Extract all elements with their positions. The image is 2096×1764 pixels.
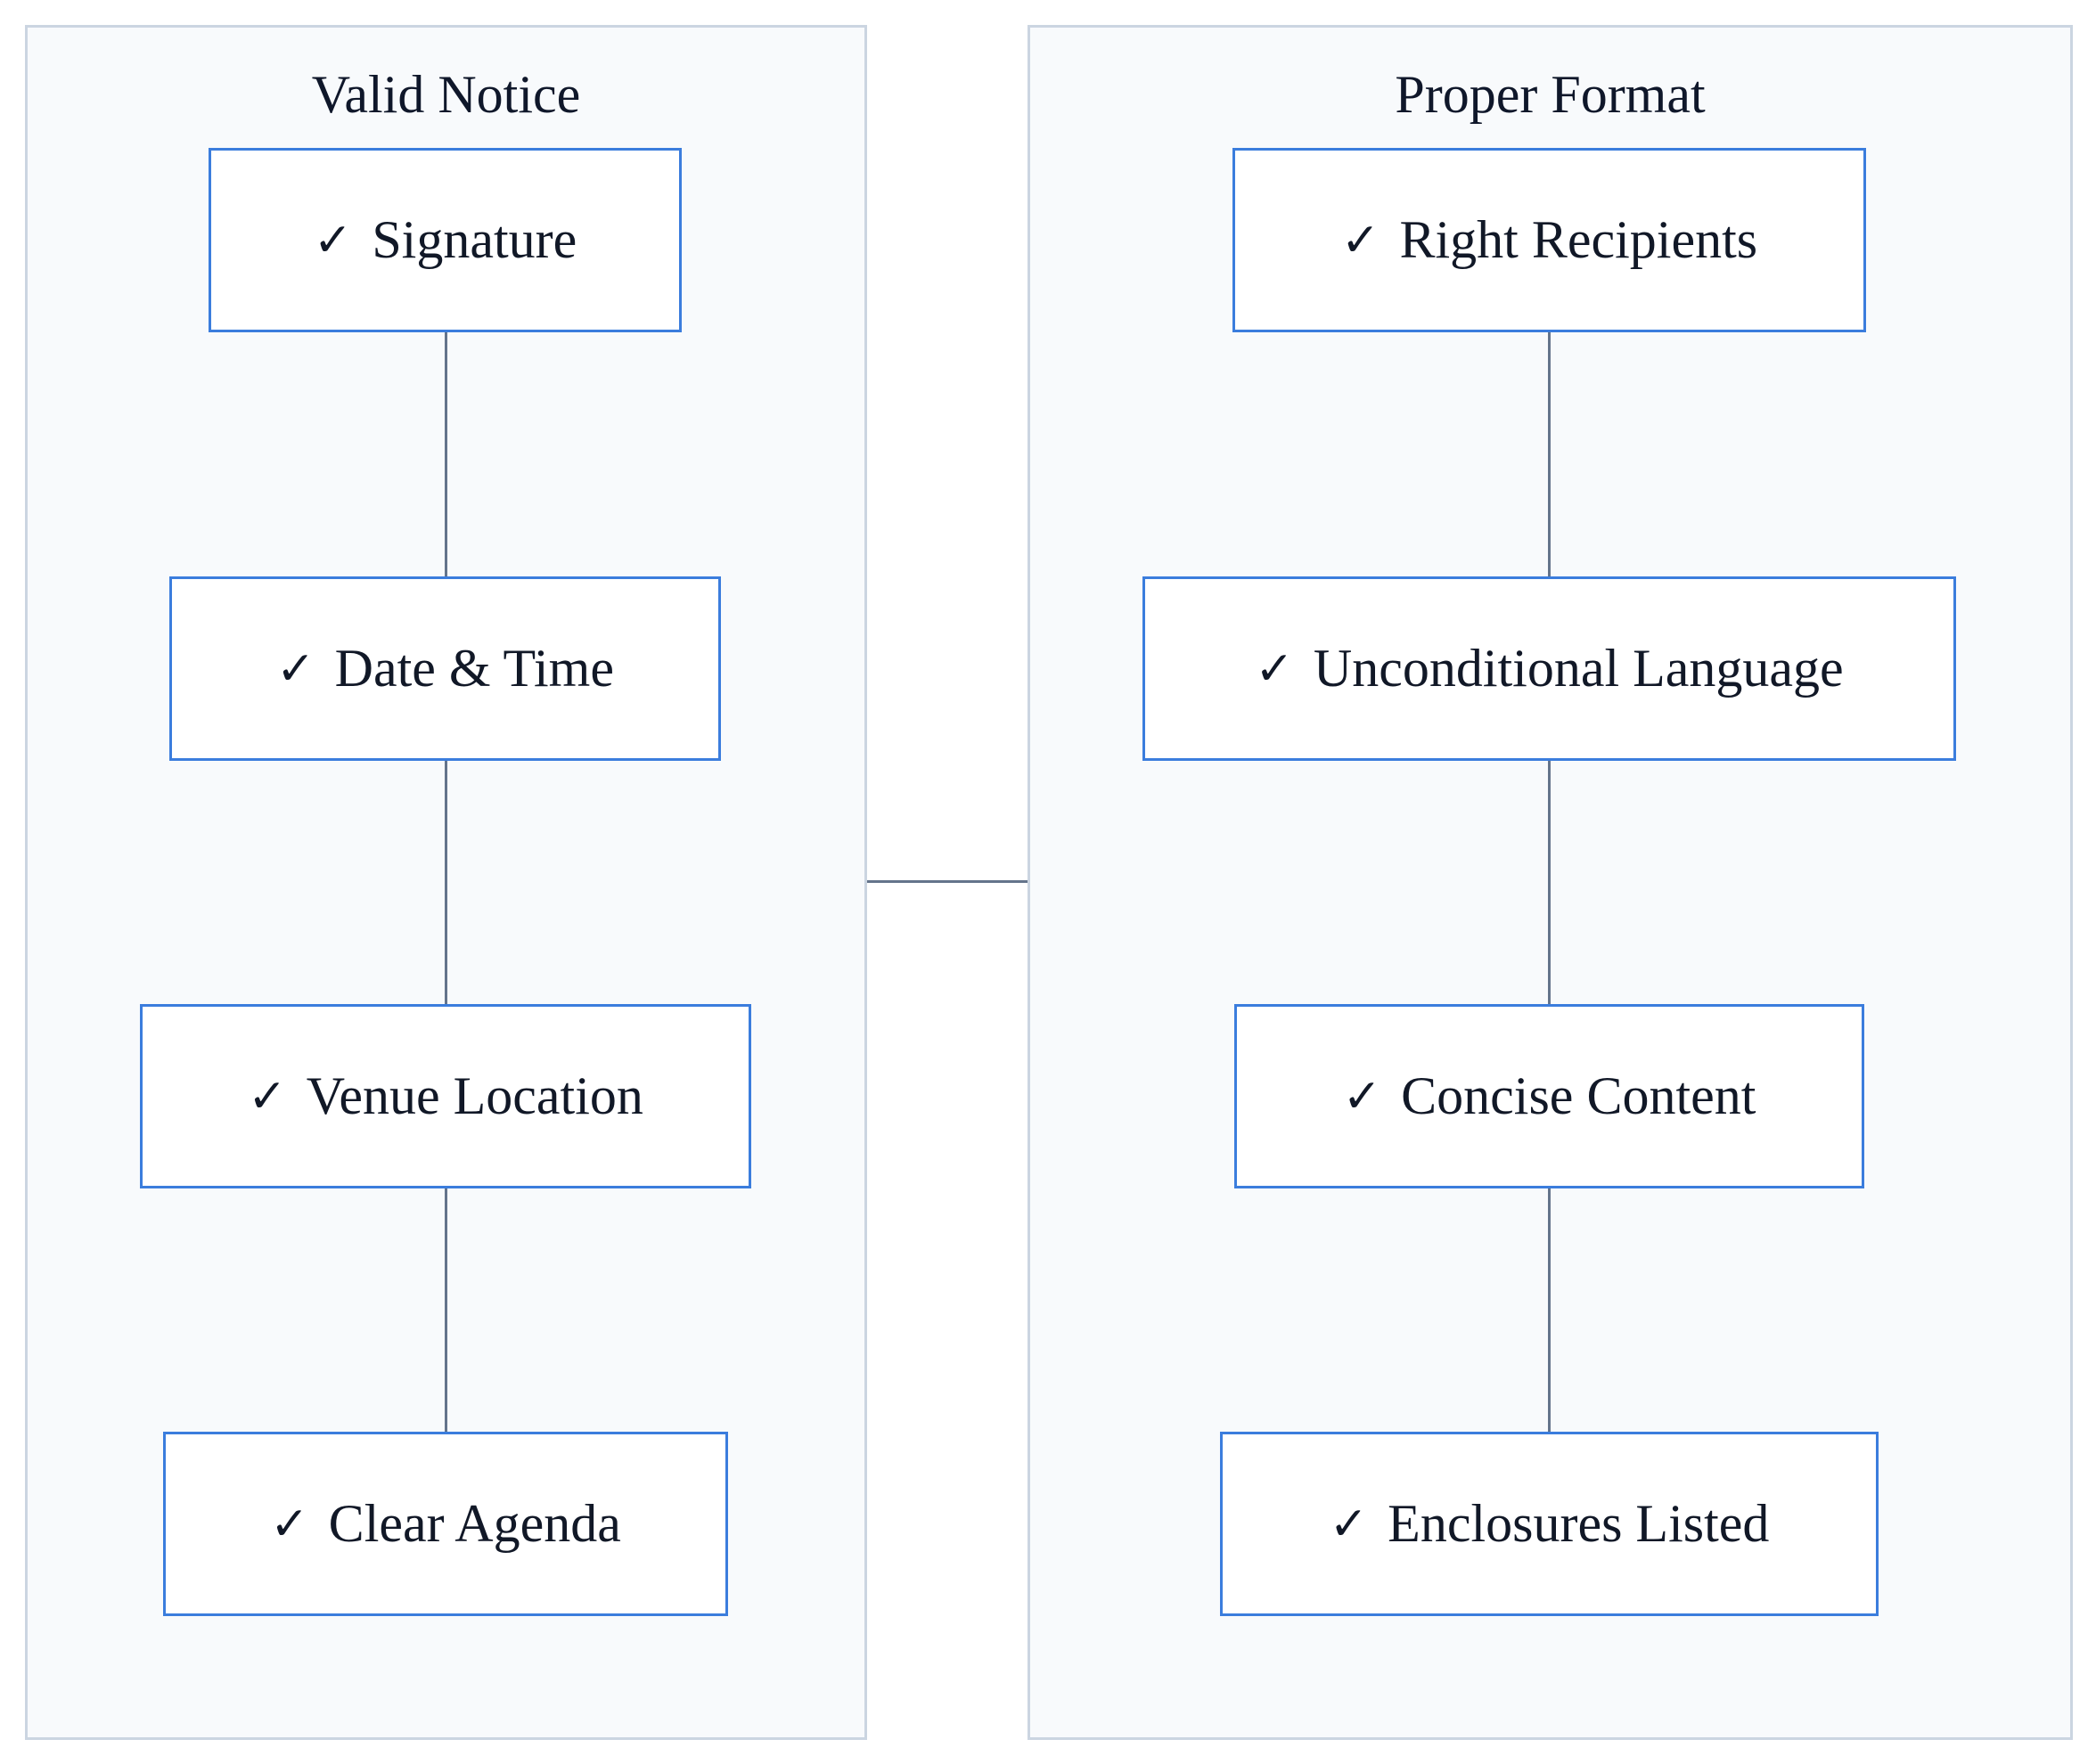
- check-icon: ✓: [270, 1497, 309, 1551]
- node-label-venue-location: Venue Location: [306, 1066, 643, 1125]
- node-unconditional-language: ✓ Unconditional Language: [1142, 576, 1956, 761]
- node-label-right-recipients: Right Recipients: [1399, 210, 1758, 269]
- node-label-signature: Signature: [372, 210, 577, 269]
- connector-recipients-to-language: [1548, 331, 1551, 579]
- connector-content-to-enclosures: [1548, 1187, 1551, 1434]
- node-signature: ✓ Signature: [209, 148, 682, 332]
- node-label-unconditional-language: Unconditional Language: [1313, 639, 1844, 698]
- connector-venue-to-agenda: [445, 1187, 447, 1434]
- node-enclosures-listed: ✓ Enclosures Listed: [1220, 1432, 1879, 1616]
- check-icon: ✓: [1329, 1497, 1369, 1551]
- connector-language-to-content: [1548, 759, 1551, 1007]
- check-icon: ✓: [1342, 1069, 1382, 1123]
- node-label-enclosures-listed: Enclosures Listed: [1388, 1494, 1770, 1553]
- node-date-time: ✓ Date & Time: [169, 576, 721, 761]
- node-label-clear-agenda: Clear Agenda: [328, 1494, 621, 1553]
- connector-between-clusters: [867, 880, 1028, 883]
- node-clear-agenda: ✓ Clear Agenda: [163, 1432, 728, 1616]
- check-icon: ✓: [313, 213, 353, 267]
- connector-date-time-to-venue: [445, 759, 447, 1007]
- check-icon: ✓: [276, 641, 315, 696]
- check-icon: ✓: [248, 1069, 287, 1123]
- node-right-recipients: ✓ Right Recipients: [1232, 148, 1866, 332]
- node-label-concise-content: Concise Content: [1401, 1066, 1756, 1125]
- cluster-title-proper-format: Proper Format: [1395, 65, 1706, 124]
- check-icon: ✓: [1340, 213, 1380, 267]
- node-label-date-time: Date & Time: [334, 639, 614, 698]
- node-concise-content: ✓ Concise Content: [1234, 1004, 1864, 1188]
- connector-signature-to-date-time: [445, 331, 447, 579]
- node-venue-location: ✓ Venue Location: [140, 1004, 751, 1188]
- check-icon: ✓: [1255, 641, 1294, 696]
- cluster-title-valid-notice: Valid Notice: [311, 65, 581, 124]
